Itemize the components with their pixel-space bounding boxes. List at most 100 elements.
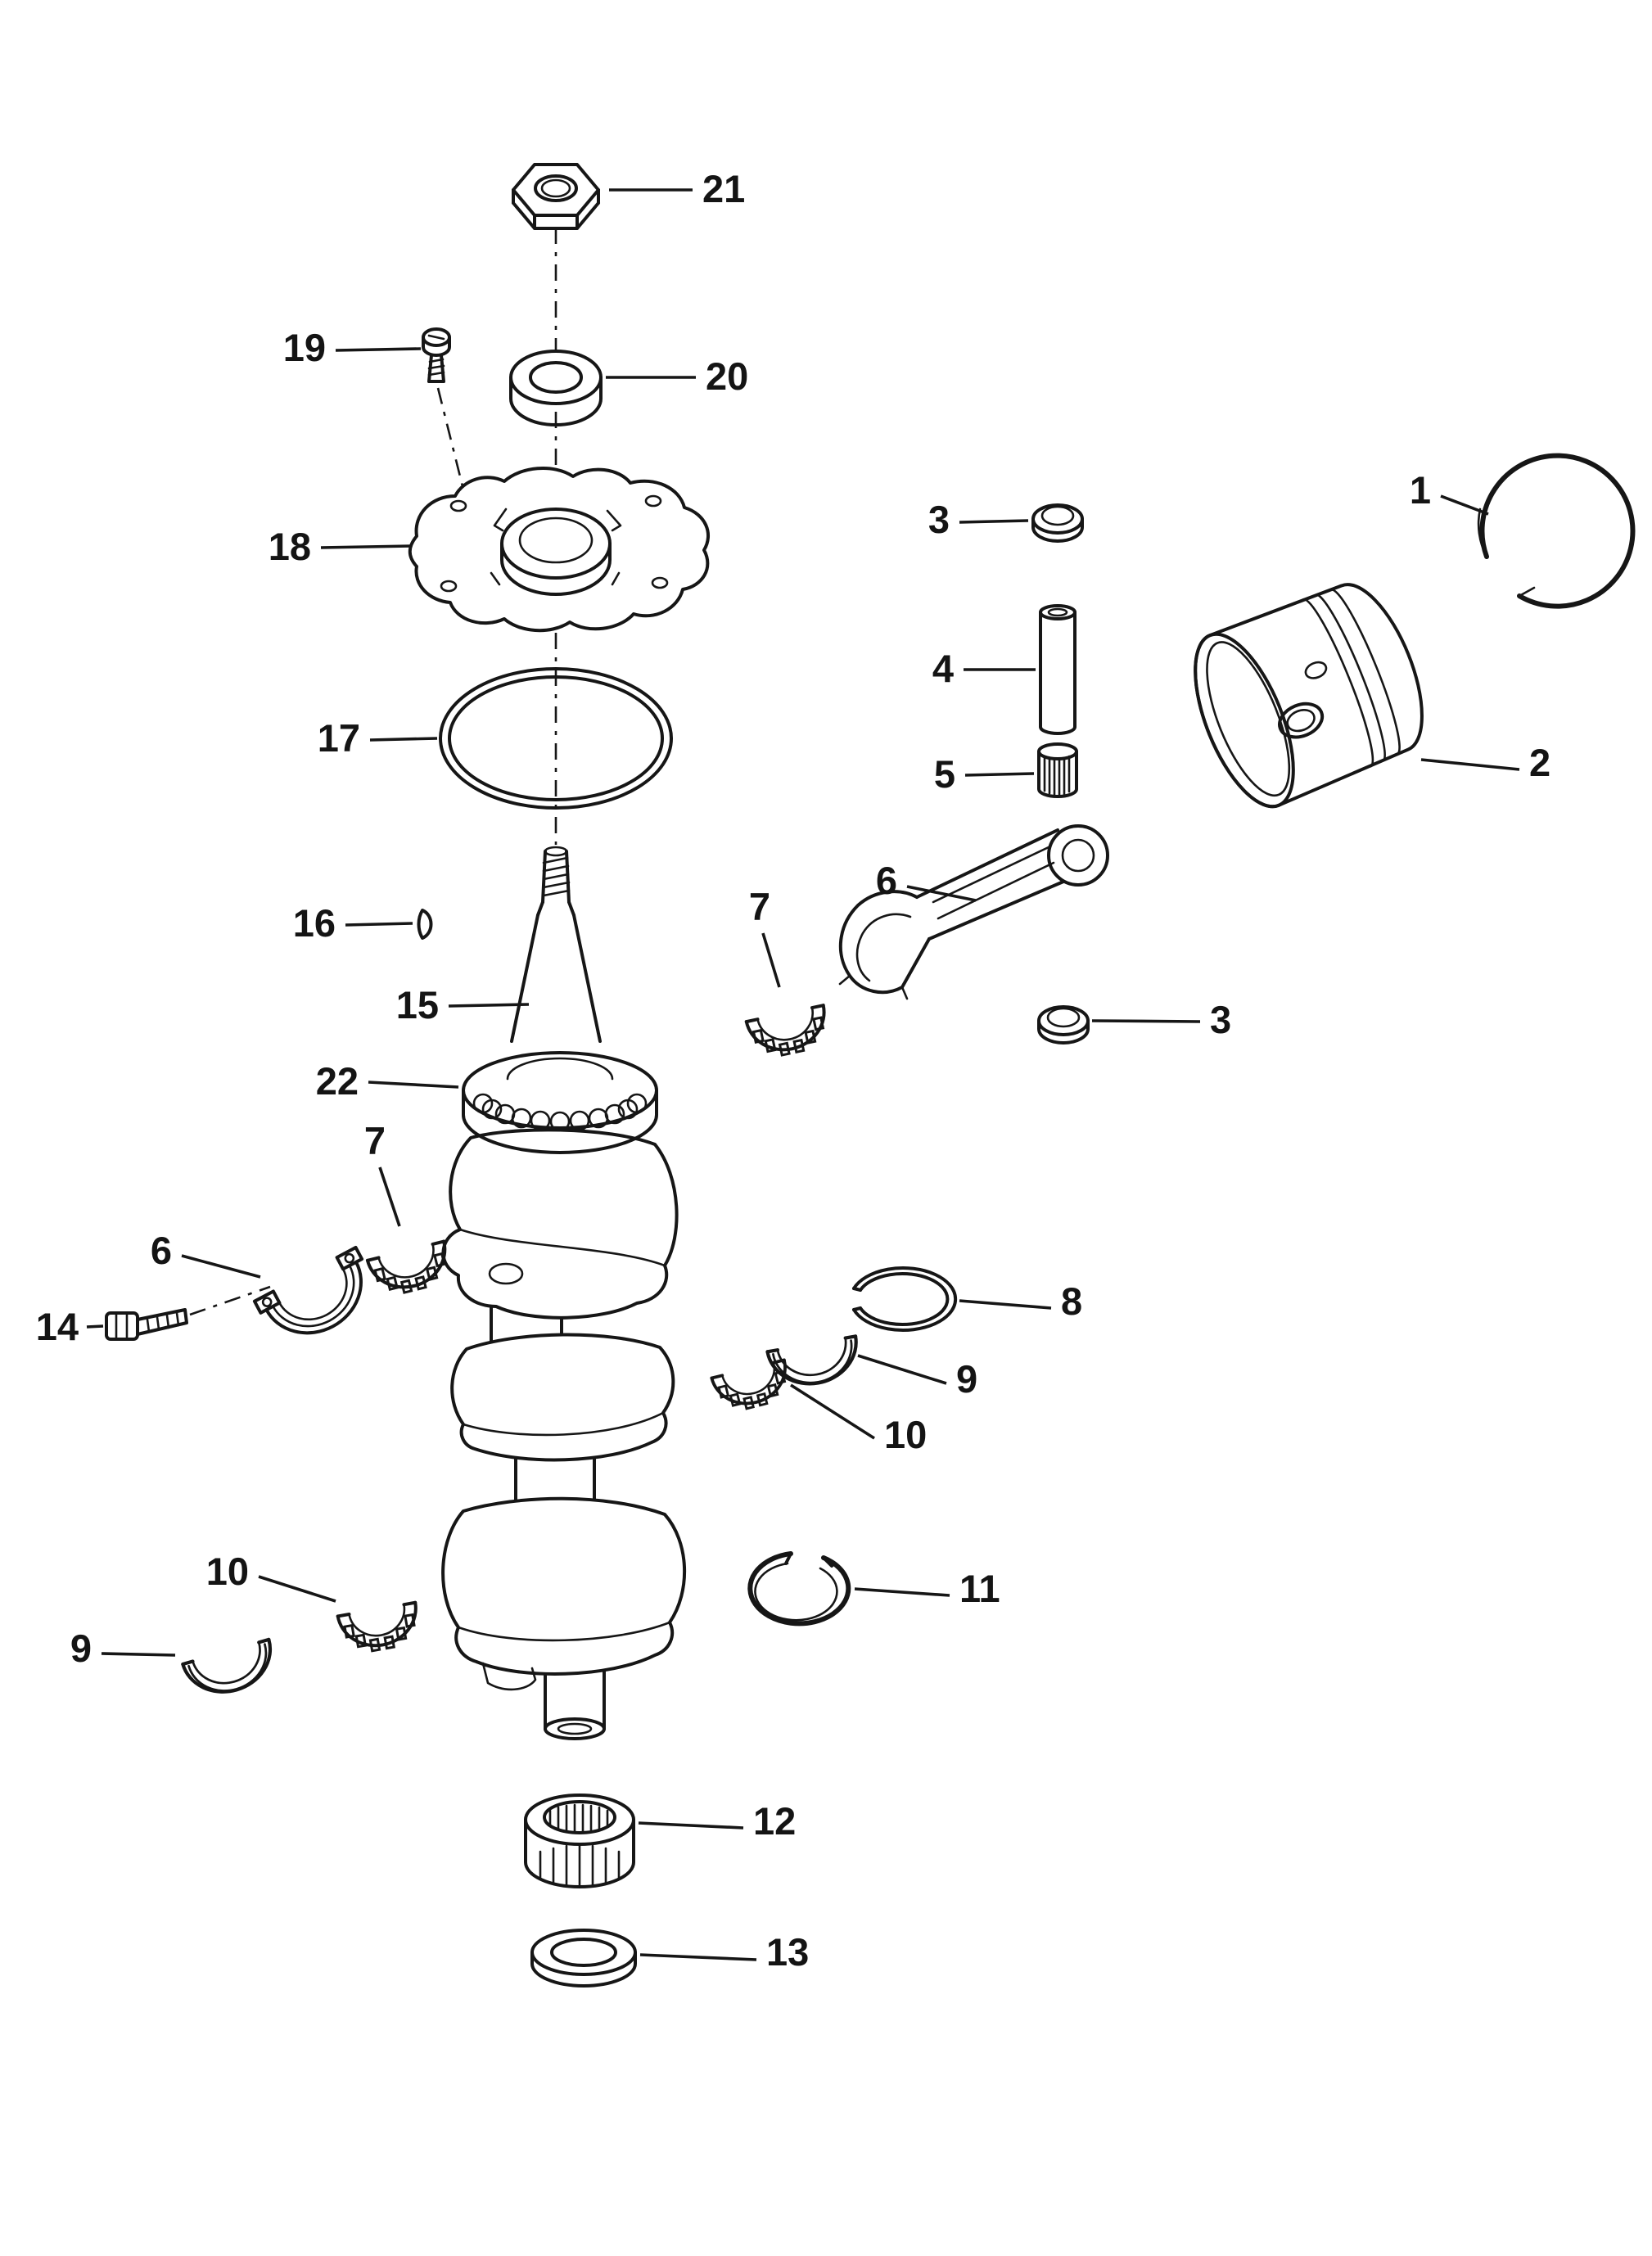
callout-label: 1 <box>1410 468 1431 512</box>
callout-label: 3 <box>928 498 950 541</box>
callout-label: 19 <box>283 326 326 369</box>
callout-label: 2 <box>1529 741 1550 784</box>
part-connecting-rod-cap <box>252 1245 364 1335</box>
callout-16: 16 <box>293 901 413 945</box>
leader-line <box>101 1652 176 1657</box>
callout-label: 9 <box>956 1357 977 1401</box>
bearing-needles <box>539 1803 621 1888</box>
part-seal-washer <box>530 1929 637 1988</box>
leader-line <box>761 932 781 988</box>
part-needle-cage-half-left <box>365 1239 455 1302</box>
crank-lower-web <box>441 1496 687 1691</box>
callout-22: 22 <box>316 1059 459 1103</box>
callout-label: 22 <box>316 1059 359 1103</box>
callout-label: 8 <box>1061 1279 1082 1323</box>
callout-21: 21 <box>609 167 745 210</box>
part-spacer-collar <box>509 350 603 426</box>
callout-6-cap: 6 <box>151 1229 261 1279</box>
callout-label: 15 <box>396 983 439 1026</box>
part-needle-cage-half-lower-left <box>336 1600 424 1658</box>
crank-threaded-nose <box>536 846 575 917</box>
part-o-ring-gasket <box>439 667 673 810</box>
callout-3-lower: 3 <box>1091 998 1231 1041</box>
part-retaining-ring-center <box>852 1266 958 1332</box>
part-screw <box>422 327 451 383</box>
callout-7-upper: 7 <box>749 885 781 988</box>
leader-line <box>86 1324 104 1329</box>
callout-19: 19 <box>283 326 422 369</box>
part-center-main-needle-bearing <box>524 1794 635 1888</box>
callout-20: 20 <box>606 354 748 398</box>
leader-line <box>378 1166 401 1227</box>
part-pin-needle-bearing <box>1037 742 1078 798</box>
callout-label: 10 <box>884 1413 927 1456</box>
part-rod-bolt <box>105 1308 188 1341</box>
part-piston <box>1194 583 1424 809</box>
leader-line <box>638 1821 744 1830</box>
part-main-ball-bearing <box>462 1051 658 1154</box>
leader-line <box>320 544 412 549</box>
leader-line <box>181 1254 261 1279</box>
callout-label: 12 <box>753 1799 796 1843</box>
leader-line <box>1440 494 1489 516</box>
leader-line <box>345 922 413 927</box>
callout-8: 8 <box>959 1279 1082 1323</box>
callout-3-upper: 3 <box>928 498 1029 541</box>
callout-12: 12 <box>638 1799 796 1843</box>
leader-line <box>639 1953 757 1961</box>
part-needle-cage-half-right <box>710 1358 796 1417</box>
callout-label: 7 <box>364 1119 386 1162</box>
part-needle-cage-half-upper <box>744 1004 833 1063</box>
callout-label: 18 <box>269 525 311 568</box>
part-connecting-rod <box>838 824 1109 1000</box>
callout-17: 17 <box>318 716 438 760</box>
callout-label: 16 <box>293 901 336 945</box>
callout-9-left: 9 <box>70 1627 176 1670</box>
callout-14: 14 <box>36 1305 104 1348</box>
callout-4: 4 <box>932 647 1036 690</box>
crank-taper <box>510 914 602 1043</box>
callout-label: 7 <box>749 885 770 928</box>
bearing-balls <box>472 1093 648 1132</box>
part-bearing-head-plate <box>408 467 710 633</box>
crank-bottom-stub <box>544 1670 606 1740</box>
callout-label: 10 <box>206 1550 249 1593</box>
callout-9-right: 9 <box>857 1354 977 1401</box>
leader-line <box>959 519 1029 524</box>
leader-line <box>258 1575 336 1603</box>
callout-2: 2 <box>1420 741 1550 784</box>
part-woodruff-key <box>417 909 433 940</box>
callout-label: 17 <box>318 716 360 760</box>
callout-6-rod: 6 <box>876 859 977 902</box>
callout-13: 13 <box>639 1930 809 1974</box>
leader-line <box>368 1081 459 1089</box>
leader-line <box>448 1003 530 1008</box>
callout-11: 11 <box>854 1567 1000 1610</box>
callouts: 21 19 20 18 17 16 15 22 <box>36 167 1550 1974</box>
part-piston-pin <box>1039 604 1077 735</box>
callout-5: 5 <box>934 752 1035 796</box>
callout-label: 14 <box>36 1305 79 1348</box>
leader-line <box>1420 758 1520 771</box>
part-piston-pin-cap-upper <box>1031 503 1084 543</box>
leader-line <box>790 1383 875 1440</box>
part-bearing-race-half-left <box>183 1640 279 1703</box>
callout-1: 1 <box>1410 468 1489 516</box>
leader-line <box>854 1587 950 1597</box>
callout-label: 21 <box>702 167 745 210</box>
leader-line <box>959 1299 1052 1310</box>
callout-label: 4 <box>932 647 954 690</box>
part-hex-nut <box>512 163 600 230</box>
callout-label: 9 <box>70 1627 92 1670</box>
leader-line <box>369 737 438 742</box>
leader-line <box>335 347 422 352</box>
callout-label: 6 <box>876 859 897 902</box>
crank-middle-web <box>450 1333 675 1462</box>
part-piston-pin-cap-lower <box>1037 1005 1090 1045</box>
part-piston-ring <box>1477 453 1636 609</box>
callout-label: 11 <box>959 1567 1000 1610</box>
callout-7-left: 7 <box>364 1119 401 1227</box>
callout-label: 13 <box>766 1930 809 1974</box>
